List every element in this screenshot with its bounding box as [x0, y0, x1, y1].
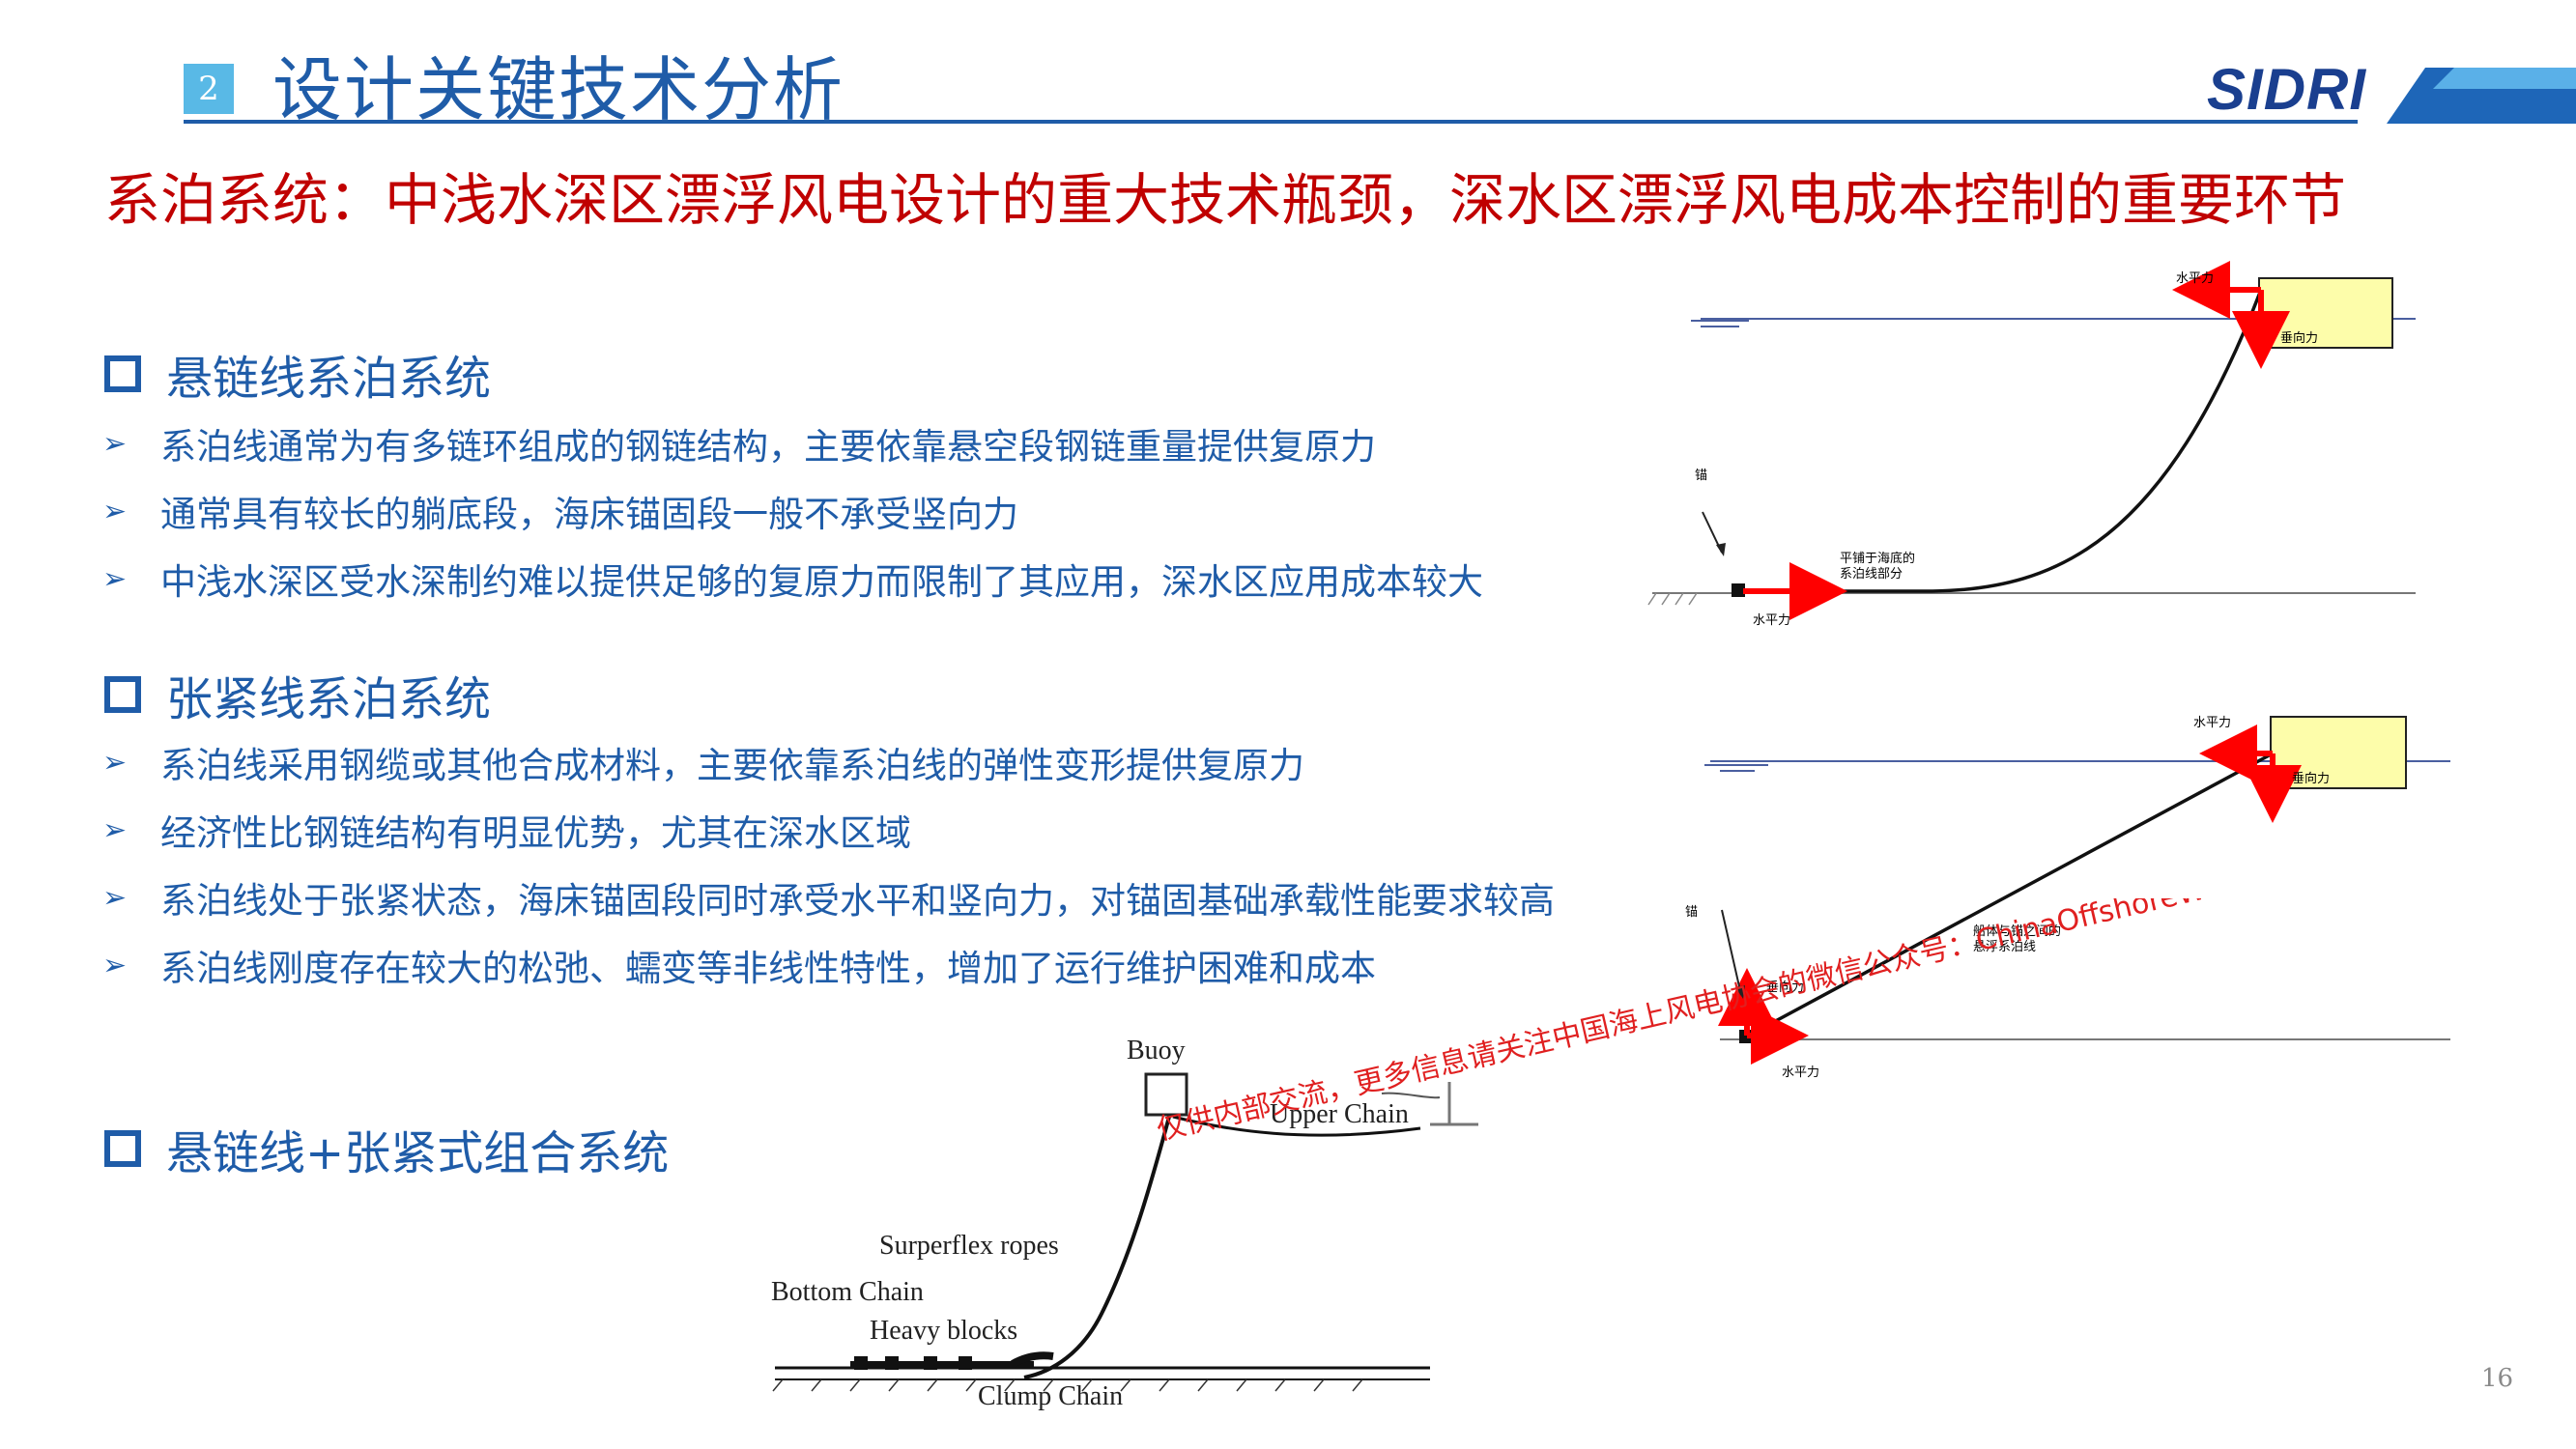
- label-vertical-force: 垂向力: [2280, 330, 2318, 346]
- logo-swoosh-icon: [2387, 68, 2576, 124]
- label-horizontal-force-bottom: 水平力: [1753, 613, 1790, 628]
- section-heading-catenary: 悬链线系泊系统: [104, 340, 491, 408]
- bullet-item: ➢ 系泊线刚度存在较大的松弛、蠕变等非线性特性，增加了运行维护困难和成本: [102, 939, 1376, 991]
- section-heading-taut: 张紧线系泊系统: [104, 661, 491, 728]
- square-bullet-icon: [104, 355, 141, 392]
- section-heading-text: 悬链线系泊系统: [166, 352, 492, 406]
- label-bottom-chain: Bottom Chain: [771, 1277, 924, 1307]
- bullet-text: 系泊线刚度存在较大的松弛、蠕变等非线性特性，增加了运行维护困难和成本: [160, 948, 1376, 989]
- square-bullet-icon: [104, 676, 141, 713]
- arrow-bullet-icon: ➢: [102, 948, 128, 982]
- arrow-bullet-icon: ➢: [102, 880, 128, 915]
- bullet-text: 中浅水深区受水深制约难以提供足够的复原力而限制了其应用，深水区应用成本较大: [160, 561, 1483, 603]
- taut-mooring-diagram: 水平力 垂向力 锚 船体与锚之间的悬浮系泊线 垂向力 水平力: [1685, 716, 2450, 1080]
- bullet-text: 系泊线采用钢缆或其他合成材料，主要依靠系泊线的弹性变形提供复原力: [160, 745, 1304, 786]
- bullet-item: ➢ 通常具有较长的躺底段，海床锚固段一般不承受竖向力: [102, 485, 1018, 537]
- bullet-item: ➢ 系泊线通常为有多链环组成的钢链结构，主要依靠悬空段钢链重量提供复原力: [102, 417, 1376, 469]
- watermark-text: 仅供内部交流，更多信息请关注中国海上风电协会的微信公众号：ChinaOffsho…: [1154, 898, 2252, 1148]
- label-vertical-force-bottom: 垂向力: [1766, 980, 1804, 995]
- watermark: 仅供内部交流，更多信息请关注中国海上风电协会的微信公众号：ChinaOffsho…: [1154, 898, 2252, 1148]
- bullet-item: ➢ 中浅水深区受水深制约难以提供足够的复原力而限制了其应用，深水区应用成本较大: [102, 553, 1483, 605]
- arrow-bullet-icon: ➢: [102, 561, 128, 596]
- label-horizontal-force-top: 水平力: [2176, 271, 2214, 286]
- label-vertical-force-top: 垂向力: [2292, 771, 2330, 786]
- label-horizontal-force-top: 水平力: [2193, 716, 2231, 730]
- label-seabed-segment: 平铺于海底的系泊线部分: [1840, 551, 1915, 582]
- arrow-bullet-icon: ➢: [102, 812, 128, 847]
- combined-mooring-diagram: Buoy Upper Chain Surperflex ropes Bottom…: [771, 1036, 1478, 1411]
- bullet-text: 通常具有较长的躺底段，海床锚固段一般不承受竖向力: [160, 494, 1018, 535]
- label-anchor: 锚: [1685, 905, 1698, 920]
- bullet-text: 系泊线处于张紧状态，海床锚固段同时承受水平和竖向力，对锚固基础承载性能要求较高: [160, 880, 1555, 922]
- arrow-bullet-icon: ➢: [102, 745, 128, 780]
- section-heading-text: 张紧线系泊系统: [166, 672, 492, 726]
- label-horizontal-force-bottom: 水平力: [1782, 1065, 1819, 1080]
- page-number: 16: [2481, 1364, 2514, 1393]
- bullet-text: 系泊线通常为有多链环组成的钢链结构，主要依靠悬空段钢链重量提供复原力: [160, 426, 1376, 468]
- bullet-item: ➢ 系泊线采用钢缆或其他合成材料，主要依靠系泊线的弹性变形提供复原力: [102, 736, 1304, 788]
- bullet-item: ➢ 经济性比钢链结构有明显优势，尤其在深水区域: [102, 804, 911, 856]
- bullet-item: ➢ 系泊线处于张紧状态，海床锚固段同时承受水平和竖向力，对锚固基础承载性能要求较…: [102, 871, 1555, 923]
- label-ropes: Surperflex ropes: [879, 1231, 1059, 1261]
- label-buoy: Buoy: [1127, 1036, 1186, 1065]
- label-clump-chain: Clump Chain: [978, 1381, 1123, 1411]
- arrow-bullet-icon: ➢: [102, 494, 128, 528]
- arrow-bullet-icon: ➢: [102, 426, 128, 461]
- catenary-mooring-diagram: 水平力 垂向力 锚 平铺于海底的系泊线部分 水平力: [1647, 261, 2416, 628]
- section-heading-combined: 悬链线+张紧式组合系统: [104, 1115, 669, 1182]
- label-line-between: 船体与锚之间的悬浮系泊线: [1973, 923, 2061, 954]
- bullet-text: 经济性比钢链结构有明显优势，尤其在深水区域: [160, 812, 911, 854]
- section-number-badge: 2: [184, 64, 234, 114]
- page-title: 设计关键技术分析: [272, 49, 845, 130]
- label-heavy-blocks: Heavy blocks: [870, 1316, 1017, 1346]
- header-divider: [184, 120, 2358, 124]
- slide-subtitle: 系泊系统：中浅水深区漂浮风电设计的重大技术瓶颈，深水区漂浮风电成本控制的重要环节: [104, 167, 2347, 233]
- section-heading-text: 悬链线+张紧式组合系统: [166, 1126, 670, 1180]
- square-bullet-icon: [104, 1130, 141, 1167]
- label-upper-chain: Upper Chain: [1270, 1099, 1409, 1129]
- label-anchor: 锚: [1695, 469, 1707, 483]
- sidri-logo: SIDRI: [2207, 57, 2367, 122]
